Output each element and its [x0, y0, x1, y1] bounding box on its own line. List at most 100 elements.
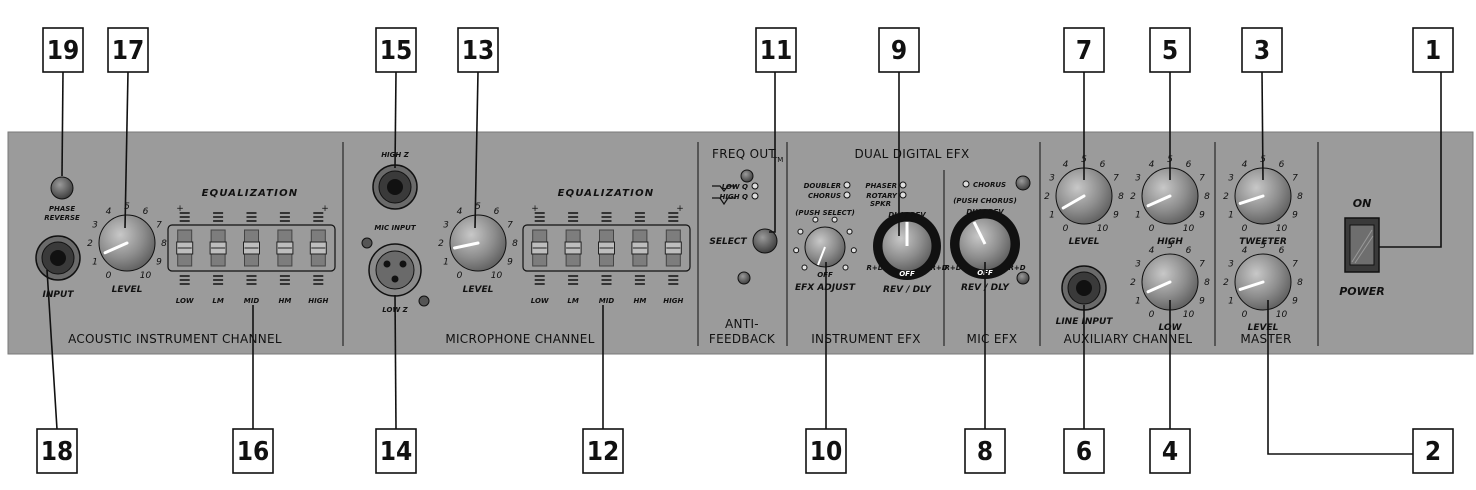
- knob-scale-number: 1: [443, 258, 449, 268]
- mic-level-label: LEVEL: [463, 285, 494, 295]
- callout-box: [107, 27, 149, 73]
- xlr-mic-input[interactable]: [368, 243, 422, 297]
- callout-2: 2: [1267, 300, 1454, 474]
- line-input-jack[interactable]: [1061, 265, 1107, 311]
- eq-band-label: MID: [599, 297, 615, 305]
- knob-scale-number: 6: [1186, 160, 1192, 170]
- master-level-label: LEVEL: [1248, 323, 1279, 333]
- callout-number: 1: [1425, 36, 1441, 66]
- phase-reverse-label-1: PHASE: [49, 205, 75, 213]
- knob-scale-number: 1: [1135, 211, 1141, 221]
- instrument-efx-label: INSTRUMENT EFX: [811, 332, 921, 346]
- notch-filter-icon: [712, 185, 736, 206]
- rotary-label-2: SPKR: [870, 200, 891, 208]
- eq-band-label: LM: [567, 297, 578, 305]
- efx-adjust-knob[interactable]: [793, 216, 857, 271]
- dual-digital-efx-label: DUAL DIGITAL EFX: [855, 147, 970, 161]
- knob-scale-number: 10: [1097, 224, 1109, 234]
- knob-pointer: [1238, 194, 1265, 205]
- anti-feedback-led: [737, 271, 751, 285]
- callout-number: 6: [1076, 437, 1092, 467]
- push-select-label: (PUSH SELECT): [795, 209, 855, 217]
- callout-leader-line: [1379, 72, 1442, 248]
- callout-16: 16: [232, 305, 274, 474]
- callout-number: 14: [380, 437, 413, 467]
- eq-plus-left: +: [531, 204, 539, 214]
- callout-box: [42, 27, 84, 73]
- select-button[interactable]: [752, 228, 778, 254]
- knob-scale-number: 5: [124, 202, 130, 212]
- high-z-input-jack[interactable]: [372, 164, 418, 210]
- callout-leader-line: [769, 72, 776, 233]
- efx-ring-led: [831, 216, 838, 223]
- knob-scale-number: 3: [1228, 260, 1234, 270]
- instr-rev-dly-label: REV / DLY: [883, 285, 932, 295]
- knob-scale-number: 5: [475, 202, 481, 212]
- knob-scale-number: 10: [491, 271, 503, 281]
- knob-scale-number: 2: [438, 239, 444, 249]
- doubler-label: DOUBLER: [804, 182, 841, 190]
- knob-scale-number: 9: [1292, 211, 1298, 221]
- freq-out-label: FREQ OUT: [712, 147, 776, 161]
- callout-box: [375, 27, 417, 73]
- instr-off-label: OFF: [899, 270, 915, 278]
- chorus-led-instr: [843, 191, 851, 199]
- knob-scale-number: 9: [1199, 211, 1205, 221]
- knob-scale-number: 8: [1204, 192, 1210, 202]
- knob-scale-number: 3: [92, 221, 98, 231]
- knob-scale-number: 7: [1292, 260, 1298, 270]
- phase-reverse-label-2: REVERSE: [44, 214, 80, 222]
- instr-r-d-left-label: R+D: [866, 264, 883, 272]
- callout-leader-line: [394, 71, 397, 169]
- eq-band-label: HIGH: [308, 297, 328, 305]
- callout-10: 10: [805, 262, 847, 474]
- knob-scale-number: 6: [1279, 246, 1285, 256]
- callout-box: [582, 428, 624, 474]
- callout-number: 18: [41, 437, 74, 467]
- knob-scale-number: 0: [1149, 224, 1155, 234]
- section-dividers: [342, 142, 1319, 346]
- knob-scale-number: 3: [1135, 260, 1141, 270]
- knob-scale-number: 2: [87, 239, 93, 249]
- knob-scale-number: 10: [140, 271, 152, 281]
- callout-number: 15: [380, 36, 413, 66]
- mic-screw-bottom-icon: [418, 295, 430, 307]
- efx-ring-led: [842, 264, 849, 271]
- callout-8: 8: [964, 262, 1006, 474]
- knob-scale-number: 6: [1100, 160, 1106, 170]
- high-q-led: [751, 192, 759, 200]
- mic-r-d-left-label: R+D: [944, 264, 961, 272]
- knob-scale-number: 2: [1223, 278, 1229, 288]
- callout-leader-line: [124, 71, 129, 229]
- knob-scale-number: 1: [1135, 297, 1141, 307]
- mic-rev-dly-knob[interactable]: [950, 209, 1020, 279]
- doubler-led: [843, 181, 851, 189]
- knob-scale-number: 2: [1044, 192, 1050, 202]
- callout-15: 15: [375, 27, 417, 169]
- microphone-channel-label: MICROPHONE CHANNEL: [445, 332, 594, 346]
- callout-number: 19: [47, 36, 80, 66]
- knob-scale-number: 1: [92, 258, 98, 268]
- eq-plus-right: +: [676, 204, 684, 214]
- mic-input-label: MIC INPUT: [374, 224, 416, 232]
- instrument-rev-dly-knob[interactable]: [873, 212, 941, 280]
- knob-scale-number: 0: [457, 271, 463, 281]
- callout-number: 7: [1076, 36, 1092, 66]
- callout-box: [1241, 27, 1283, 73]
- mic-chorus-label: CHORUS: [973, 181, 1006, 189]
- instrument-input-jack[interactable]: [35, 235, 81, 281]
- instr-dly-rev-label: DLY / REV: [888, 211, 926, 219]
- knob-scale-number: 4: [1063, 160, 1069, 170]
- phase-reverse-button[interactable]: [50, 176, 74, 200]
- power-switch[interactable]: [1344, 217, 1380, 273]
- eq-band-label: HM: [633, 297, 646, 305]
- low-q-led: [751, 182, 759, 190]
